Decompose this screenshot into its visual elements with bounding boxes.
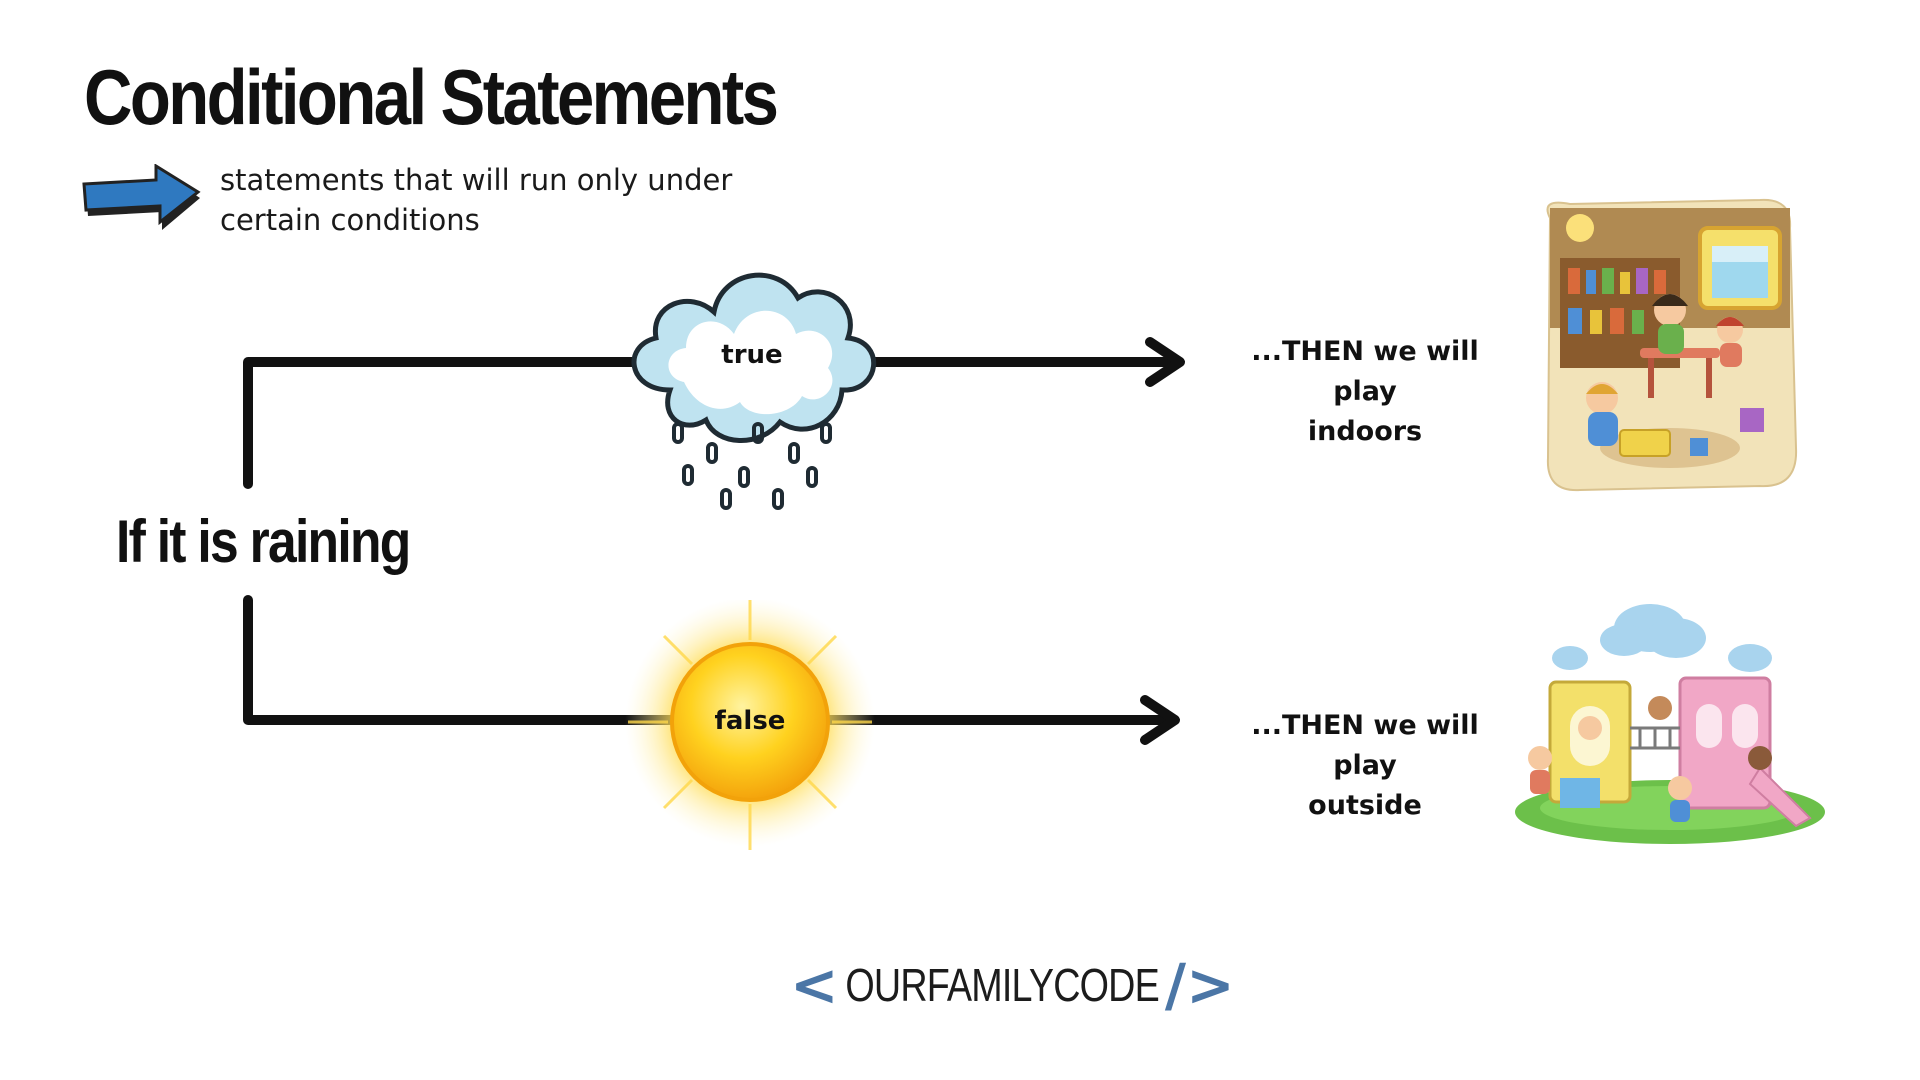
subtitle: statements that will run only under cert…	[220, 163, 733, 237]
true-label: true	[721, 340, 783, 370]
true-result-line2: indoors	[1307, 416, 1423, 447]
logo-right-bracket: />	[1164, 951, 1235, 1019]
false-result-line1: ...THEN we will play	[1251, 710, 1479, 781]
logo-left-bracket: <	[790, 951, 839, 1019]
true-result-line1: ...THEN we will play	[1251, 336, 1479, 407]
true-arrowhead	[1145, 337, 1185, 387]
false-result-line2: outside	[1308, 790, 1422, 821]
logo-text: OURFAMILYCODE	[845, 959, 1159, 1011]
condition-label: If it is raining	[116, 508, 411, 575]
ourfamilycode-logo: < OURFAMILYCODE />	[790, 955, 1235, 1015]
false-label: false	[714, 706, 786, 736]
sun-icon	[625, 600, 875, 850]
rain-cloud-icon	[631, 272, 876, 510]
false-result: ...THEN we will play outside	[1215, 706, 1515, 826]
indoor-playroom-illustration	[1546, 198, 1798, 492]
playground-illustration	[1515, 604, 1825, 844]
true-result: ...THEN we will play indoors	[1215, 332, 1515, 452]
false-arrowhead	[1140, 695, 1180, 745]
blue-arrow-icon	[82, 164, 201, 230]
page-title: Conditional Statements	[84, 53, 779, 141]
